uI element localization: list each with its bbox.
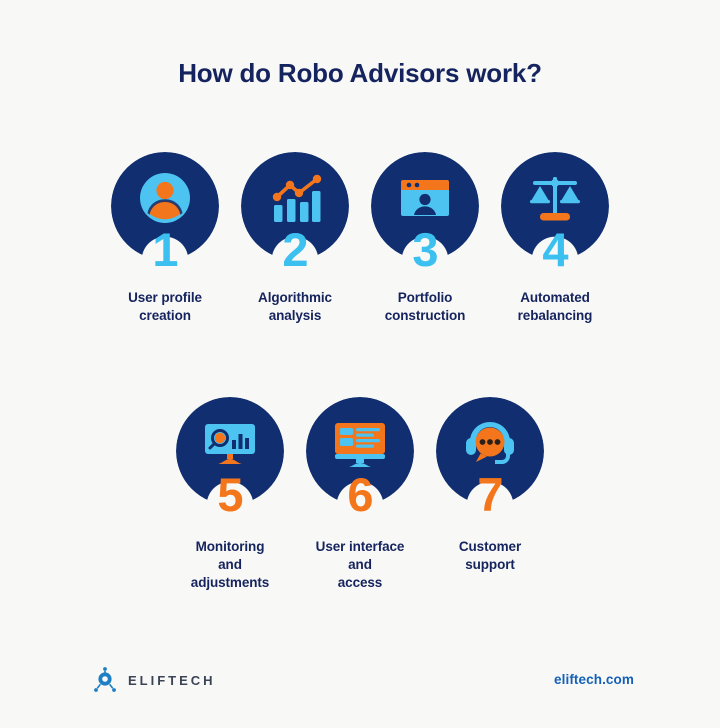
step-7[interactable]: 7 Customer support xyxy=(425,397,555,574)
step-7-number: 7 xyxy=(477,468,503,521)
brand-logo-text: ELIFTECH xyxy=(128,672,216,688)
brand-logo[interactable]: ELIFTECH xyxy=(92,666,216,694)
steps-row-top: 1 User profile creation xyxy=(92,152,628,325)
step-1-label-line1: User profile xyxy=(128,290,202,305)
step-3-number: 3 xyxy=(412,223,438,276)
step-1[interactable]: 1 User profile creation xyxy=(100,152,230,325)
step-6-label-line3: access xyxy=(337,575,383,591)
headset-chat-icon xyxy=(461,414,519,472)
step-1-badge xyxy=(111,152,219,260)
step-5-label: Monitoring and adjustments xyxy=(168,538,292,593)
monitor-interface-icon xyxy=(331,414,389,472)
step-3-label-line2: construction xyxy=(384,308,466,324)
step-6-label: User interface and access xyxy=(298,538,422,593)
eliftech-atom-logo-icon xyxy=(94,667,116,692)
step-5-label-line3: adjustments xyxy=(190,575,270,591)
step-2-label-line1: Algorithmic xyxy=(258,290,332,305)
step-2-label-line2: analysis xyxy=(268,308,322,324)
step-3[interactable]: 3 Portfolio construction xyxy=(360,152,490,325)
step-4-label-line1: Automated xyxy=(520,290,590,305)
step-4-label: Automated rebalancing xyxy=(493,289,617,325)
step-1-label-line2: creation xyxy=(139,308,191,324)
step-2-number: 2 xyxy=(282,223,308,276)
step-6-label-line1: User interface xyxy=(315,539,405,554)
step-3-badge xyxy=(371,152,479,260)
step-5-label-line2: and xyxy=(218,557,242,573)
step-3-label: Portfolio construction xyxy=(363,289,487,325)
website-link[interactable]: eliftech.com xyxy=(554,672,634,687)
footer: ELIFTECH eliftech.com xyxy=(0,666,720,700)
step-2-badge xyxy=(241,152,349,260)
browser-profile-icon xyxy=(396,169,454,227)
user-profile-icon xyxy=(136,169,194,227)
step-1-label: User profile creation xyxy=(103,289,227,325)
step-4-badge xyxy=(501,152,609,260)
steps-row-bottom: 5 Monitoring and adjustments xyxy=(157,397,563,593)
step-4[interactable]: 4 Automated rebalancing xyxy=(490,152,620,325)
page-title: How do Robo Advisors work? xyxy=(178,58,542,88)
step-6-number: 6 xyxy=(347,468,373,521)
step-5-number: 5 xyxy=(217,468,243,521)
step-6-label-line2: and xyxy=(348,557,372,573)
step-3-label-line1: Portfolio xyxy=(397,290,453,305)
step-5[interactable]: 5 Monitoring and adjustments xyxy=(165,397,295,593)
step-7-badge xyxy=(436,397,544,505)
step-1-number: 1 xyxy=(152,223,178,276)
step-6[interactable]: 6 User interface and access xyxy=(295,397,425,593)
bar-chart-trend-icon xyxy=(266,169,324,227)
step-4-number: 4 xyxy=(542,223,568,276)
monitor-analytics-icon xyxy=(201,414,259,472)
step-7-label: Customer support xyxy=(428,538,552,574)
step-4-label-line2: rebalancing xyxy=(517,308,593,324)
balance-scales-icon xyxy=(526,169,584,227)
step-5-badge xyxy=(176,397,284,505)
step-7-label-line2: support xyxy=(465,557,515,573)
step-2-label: Algorithmic analysis xyxy=(233,289,357,325)
step-6-badge xyxy=(306,397,414,505)
step-7-label-line1: Customer xyxy=(458,539,522,554)
step-2[interactable]: 2 Algorithmic analysis xyxy=(230,152,360,325)
step-5-label-line1: Monitoring xyxy=(195,539,265,554)
